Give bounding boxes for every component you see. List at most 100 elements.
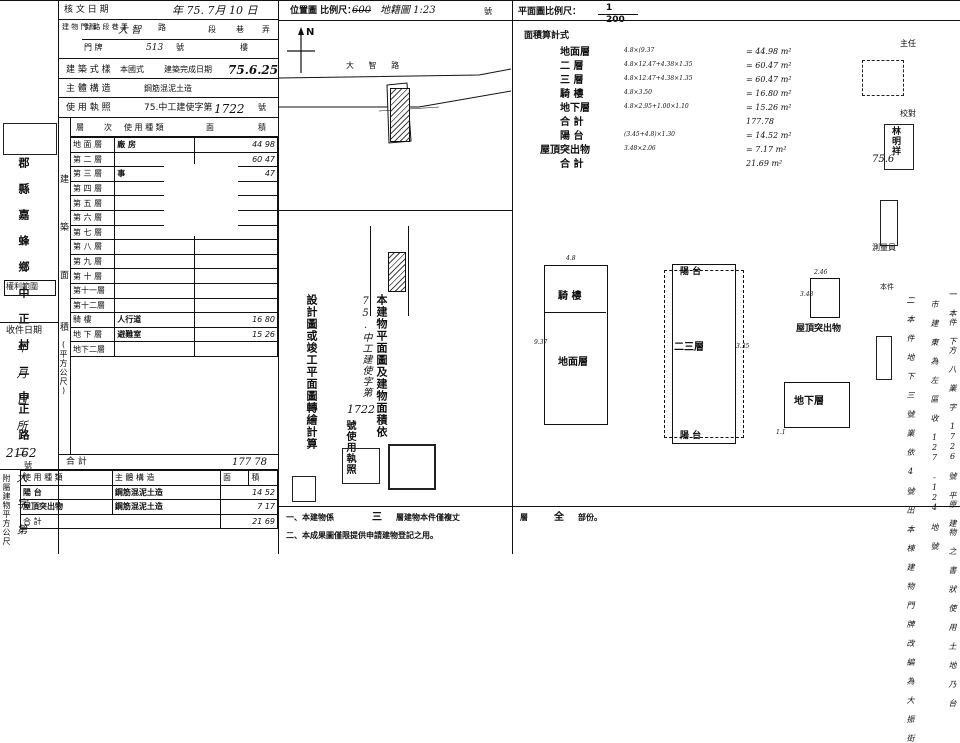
annex-header: 積 xyxy=(248,470,278,486)
surveyor-seal xyxy=(880,200,898,246)
floor-area xyxy=(193,282,279,299)
floor-name: 第 五 層 xyxy=(69,195,116,211)
floor-use: 避難室 xyxy=(114,326,195,343)
surveyor-label: 本件 xyxy=(880,283,894,291)
roof-plan xyxy=(810,278,840,318)
receipt-number: 2162 xyxy=(6,446,37,460)
upper-plan xyxy=(672,264,736,444)
floor-name: 第 九 層 xyxy=(69,253,116,270)
small-rect-seal xyxy=(876,336,892,380)
vertical-note-2b: 1722 xyxy=(347,403,375,416)
floor-col-header: 層 xyxy=(76,123,84,132)
location-scale-note: 地籍圖 1:23 xyxy=(380,5,436,16)
annex-total-label: 合 計 xyxy=(19,513,222,530)
road-value: 大 智 xyxy=(118,25,142,36)
calc-result: 21.69 m² xyxy=(746,159,783,168)
floor-use xyxy=(114,268,195,284)
calc-formula: 3.48×2.06 xyxy=(624,145,656,152)
section-label: 段 xyxy=(208,25,216,34)
vertical-note-2c: 號使用執照 xyxy=(344,420,355,475)
floor-name: 地 面 層 xyxy=(69,137,116,153)
style-value: 本國式 xyxy=(120,65,144,74)
annex-area: 14 52 xyxy=(220,484,278,501)
total-top xyxy=(58,454,278,455)
floor-row: 第 九 層 xyxy=(69,253,279,270)
total-bottom xyxy=(0,469,278,470)
completion-date: 75.6.25 xyxy=(228,63,279,77)
stamp-survey-label: 測量員 xyxy=(872,243,896,252)
calc-name: 騎 樓 xyxy=(560,89,584,100)
location-scale-suffix: 號 xyxy=(484,7,492,16)
floor-area xyxy=(193,253,279,270)
calc-title: 面積算計式 xyxy=(524,31,570,41)
plan-arcade: 騎 樓 xyxy=(558,291,582,302)
calc-result: = 60.47 m² xyxy=(746,61,792,70)
vertical-note-1b: 75.中工建使字第 xyxy=(360,296,371,398)
left-vertical-address: 郡 縣 嘉 蜂 鄉 中 正 村 二 中正 路 xyxy=(17,157,30,441)
north-arrow-label: N xyxy=(306,27,315,38)
annex-area: 7 17 xyxy=(220,499,278,515)
floor-col-header-2: 次 xyxy=(104,123,112,132)
checker-seal xyxy=(884,124,914,170)
section-label-3: 面 xyxy=(60,271,70,281)
floor-area: 44 98 xyxy=(193,137,279,153)
calc-formula: (3.45+4.8)×1.30 xyxy=(624,131,675,138)
dim-upper: 3.35 xyxy=(736,343,750,350)
right-note-2: 市 建 東 為 左 區 收 127 -124 地 號 xyxy=(930,300,939,551)
footer-line1e: 全 xyxy=(554,512,564,523)
section-unit: (平方公尺) xyxy=(59,340,68,396)
row-line-5 xyxy=(58,117,278,118)
section-label-4: 積 xyxy=(60,323,70,333)
annex-label: 附屬建物平方公尺 xyxy=(2,474,11,546)
section-label-1: 建 xyxy=(60,175,70,185)
receipt-suffix: 號 xyxy=(24,461,32,470)
calc-formula: 4.8×3.50 xyxy=(624,89,652,96)
row-line-1 xyxy=(58,19,278,20)
annex-header-row: 使 用 種 類主 體 構 造面積 xyxy=(20,470,278,486)
plan-roof: 屋頂突出物 xyxy=(796,324,842,334)
calc-name: 地下層 xyxy=(560,103,590,114)
annex-use: 陽 台 xyxy=(20,484,113,501)
permit-label: 使 用 執 照 xyxy=(66,103,111,113)
calc-name: 地面層 xyxy=(560,47,590,58)
floor-use xyxy=(114,253,195,270)
floor-area xyxy=(193,297,279,314)
road-suffix: 路 xyxy=(158,23,166,32)
calc-result: = 16.80 m² xyxy=(746,89,792,98)
official-seal-tiny xyxy=(292,476,316,502)
floor-use xyxy=(114,297,195,314)
calc-formula: 4.8×12.47+4.38×1.35 xyxy=(624,75,693,82)
header-row-bottom xyxy=(70,136,278,137)
row-line-3 xyxy=(58,78,278,79)
annex-total-value: 21 69 xyxy=(220,513,278,530)
location-bottom xyxy=(278,210,512,211)
ground-plan-arcade-line xyxy=(544,312,606,313)
total-value: 177 78 xyxy=(232,457,267,468)
calc-result: = 44.98 m² xyxy=(746,47,792,56)
stamp-date: 75.6 xyxy=(872,154,895,165)
plan-balcony-top: 陽 台 xyxy=(680,267,702,277)
plan-divider xyxy=(512,0,513,554)
door-suffix: 號 xyxy=(176,43,184,52)
row-line-4 xyxy=(58,97,278,98)
floor-name: 第 十 層 xyxy=(69,268,116,284)
floor-row: 第十一層 xyxy=(69,282,279,299)
dim-width: 4.8 xyxy=(566,255,576,262)
floor-suffix: 樓 xyxy=(240,43,248,52)
basement-plan xyxy=(784,382,850,428)
calc-result: = 14.52 m² xyxy=(746,131,792,140)
redacted-area-2 xyxy=(117,154,163,166)
receipt-divider xyxy=(0,322,58,323)
calc-formula: 4.8×2.95+1.00×1.10 xyxy=(624,103,689,110)
plan-basement: 地下層 xyxy=(794,396,824,407)
annex-struct: 鋼筋混泥土造 xyxy=(111,499,222,515)
calc-name: 合 計 xyxy=(560,117,584,128)
floor-row: 第 十 層 xyxy=(69,268,279,284)
annex-struct: 鋼筋混泥土造 xyxy=(111,484,222,501)
top-border xyxy=(0,0,960,1)
floor-use: 人行道 xyxy=(114,312,195,328)
